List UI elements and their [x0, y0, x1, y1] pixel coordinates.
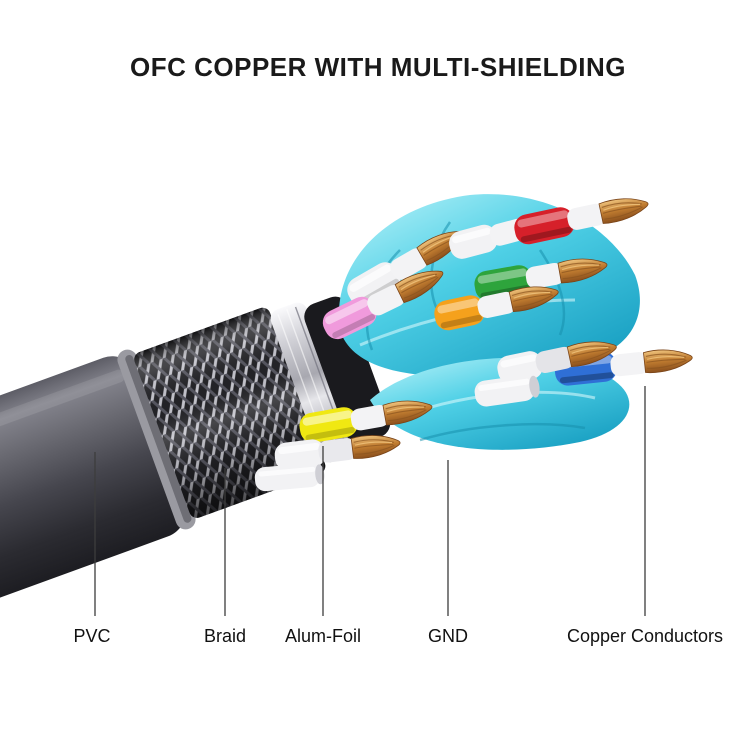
conductor-bundle — [254, 192, 694, 492]
wire-insulation — [567, 203, 606, 230]
callout-gnd: GND — [428, 460, 468, 646]
page-title: OFC COPPER WITH MULTI-SHIELDING — [130, 52, 626, 82]
wire-insulation — [367, 285, 405, 316]
pvc-label: PVC — [73, 626, 110, 646]
wire-insulation — [350, 404, 390, 431]
wire-jacket — [434, 295, 485, 331]
wire-white-bottom — [274, 431, 403, 471]
wire-insulation — [535, 346, 574, 373]
callout-pvc: PVC — [73, 452, 111, 646]
wire-insulation — [390, 248, 428, 280]
copper-tip — [642, 346, 694, 375]
callout-braid: Braid — [204, 468, 246, 646]
wire-jacket — [347, 262, 401, 307]
wire-jacket — [322, 296, 377, 340]
copper-conductors-label: Copper Conductors — [567, 626, 723, 646]
alum-foil-label: Alum-Foil — [285, 626, 361, 646]
wire-insulation — [318, 438, 357, 463]
wire-insulation — [525, 262, 565, 289]
pvc-jacket — [0, 356, 186, 688]
wire-orange — [434, 280, 562, 331]
wire-white-mid — [497, 335, 620, 384]
wire-white-cut — [474, 375, 540, 407]
wire-jacket — [514, 207, 575, 245]
callout-copper-conductors: Copper Conductors — [567, 386, 723, 646]
callout-alum-foil: Alum-Foil — [285, 446, 361, 646]
wire-insulation — [477, 291, 516, 318]
wire-insulation — [610, 352, 649, 377]
gnd-label: GND — [428, 626, 468, 646]
braid-label: Braid — [204, 626, 246, 646]
wire-pink — [322, 262, 449, 340]
copper-tip — [598, 192, 651, 226]
wire-yellow — [299, 395, 435, 443]
wire-red — [514, 192, 651, 245]
wire-white-bottom-cut — [254, 463, 325, 492]
callouts: PVC Braid Alum-Foil GND Copper Conductor… — [73, 386, 723, 646]
